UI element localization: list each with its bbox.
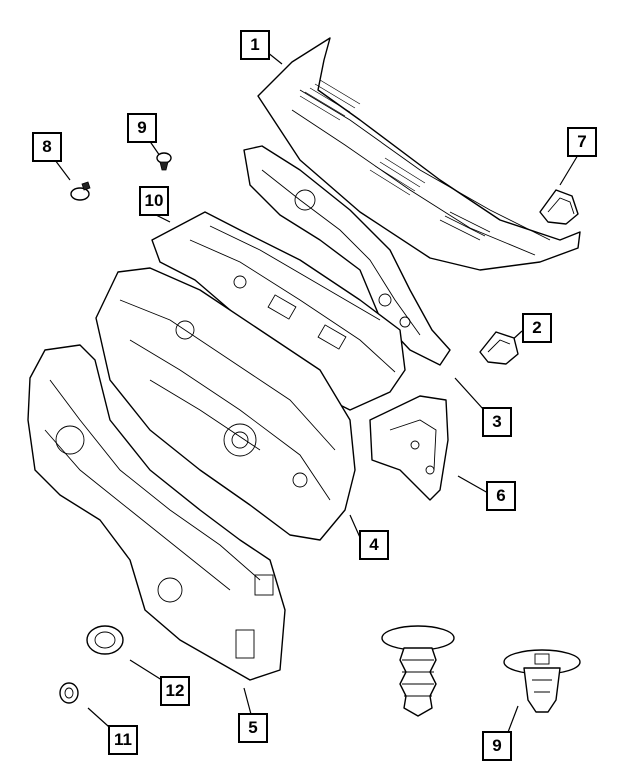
- part-11-grommet: [59, 682, 79, 704]
- large-push-pin-detail: [381, 625, 455, 717]
- part-1-cowl-top: [257, 37, 581, 271]
- callout-2: 2: [522, 313, 552, 343]
- callout-9-bottom: 9: [482, 731, 512, 761]
- part-12-plug-seal: [86, 625, 124, 655]
- callout-11: 11: [108, 725, 138, 755]
- callout-7: 7: [567, 127, 597, 157]
- part-4-dash-panel: [95, 267, 356, 541]
- callout-8: 8: [32, 132, 62, 162]
- part-6-side-bracket: [369, 395, 449, 501]
- part-5-silencer: [27, 344, 286, 681]
- part-3-cowl-side: [243, 145, 451, 366]
- callout-10: 10: [139, 186, 169, 216]
- part-8-push-pin: [70, 181, 91, 201]
- part-2-bracket: [479, 331, 519, 365]
- callout-9-top: 9: [127, 113, 157, 143]
- callout-1: 1: [240, 30, 270, 60]
- part-10-reinforcement: [151, 211, 406, 411]
- part-7-bracket: [539, 189, 579, 225]
- callout-6: 6: [486, 481, 516, 511]
- callout-4: 4: [359, 530, 389, 560]
- large-retainer-nut-detail: [503, 649, 581, 713]
- callout-3: 3: [482, 407, 512, 437]
- callout-5: 5: [238, 713, 268, 743]
- callout-12: 12: [160, 676, 190, 706]
- part-9-small-retainer: [156, 152, 172, 171]
